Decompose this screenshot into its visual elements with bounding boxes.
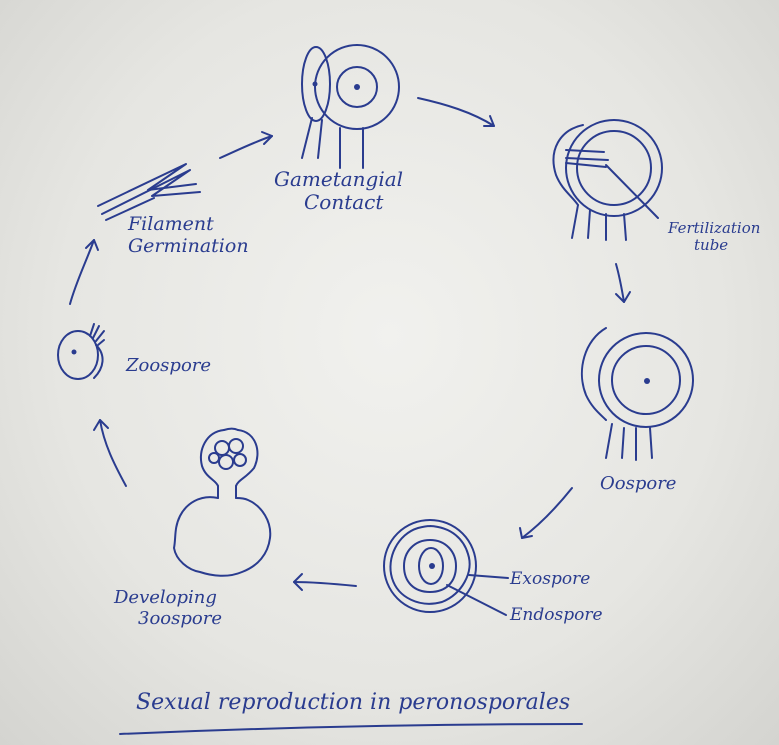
gametangial-contact-drawing (302, 45, 399, 168)
label-oospore: Oospore (600, 474, 676, 495)
arrow-exospore-to-developing (294, 582, 356, 586)
label-fertilization-tube: Fertilization tube (668, 220, 760, 255)
arrow-zoospore-to-filament (70, 240, 94, 304)
diagram-title: Sexual reproduction in peronosporales (136, 690, 570, 715)
exospore-endospore-drawing (384, 520, 508, 615)
oospore-drawing (582, 328, 693, 460)
label-endospore: Endospore (510, 606, 603, 626)
arrow-contact-to-fertilization (418, 98, 494, 126)
label-zoospore: Zoospore (126, 356, 211, 377)
label-exospore: Exospore (510, 570, 590, 590)
arrow-oospore-to-exospore (522, 488, 572, 538)
title-underline (120, 724, 582, 734)
label-filament-germination: Filament Germination (128, 214, 249, 258)
arrow-developing-to-zoospore (100, 420, 126, 486)
developing-zoospore-drawing (174, 429, 270, 576)
arrow-filament-to-contact (220, 136, 272, 158)
filament-germination-drawing (98, 164, 200, 220)
label-developing-zoospore: Developing 3oospore (114, 588, 222, 629)
zoospore-drawing (58, 324, 104, 379)
fertilization-tube-drawing (554, 120, 662, 240)
label-gametangial-contact: Gametangial Contact (274, 168, 403, 214)
